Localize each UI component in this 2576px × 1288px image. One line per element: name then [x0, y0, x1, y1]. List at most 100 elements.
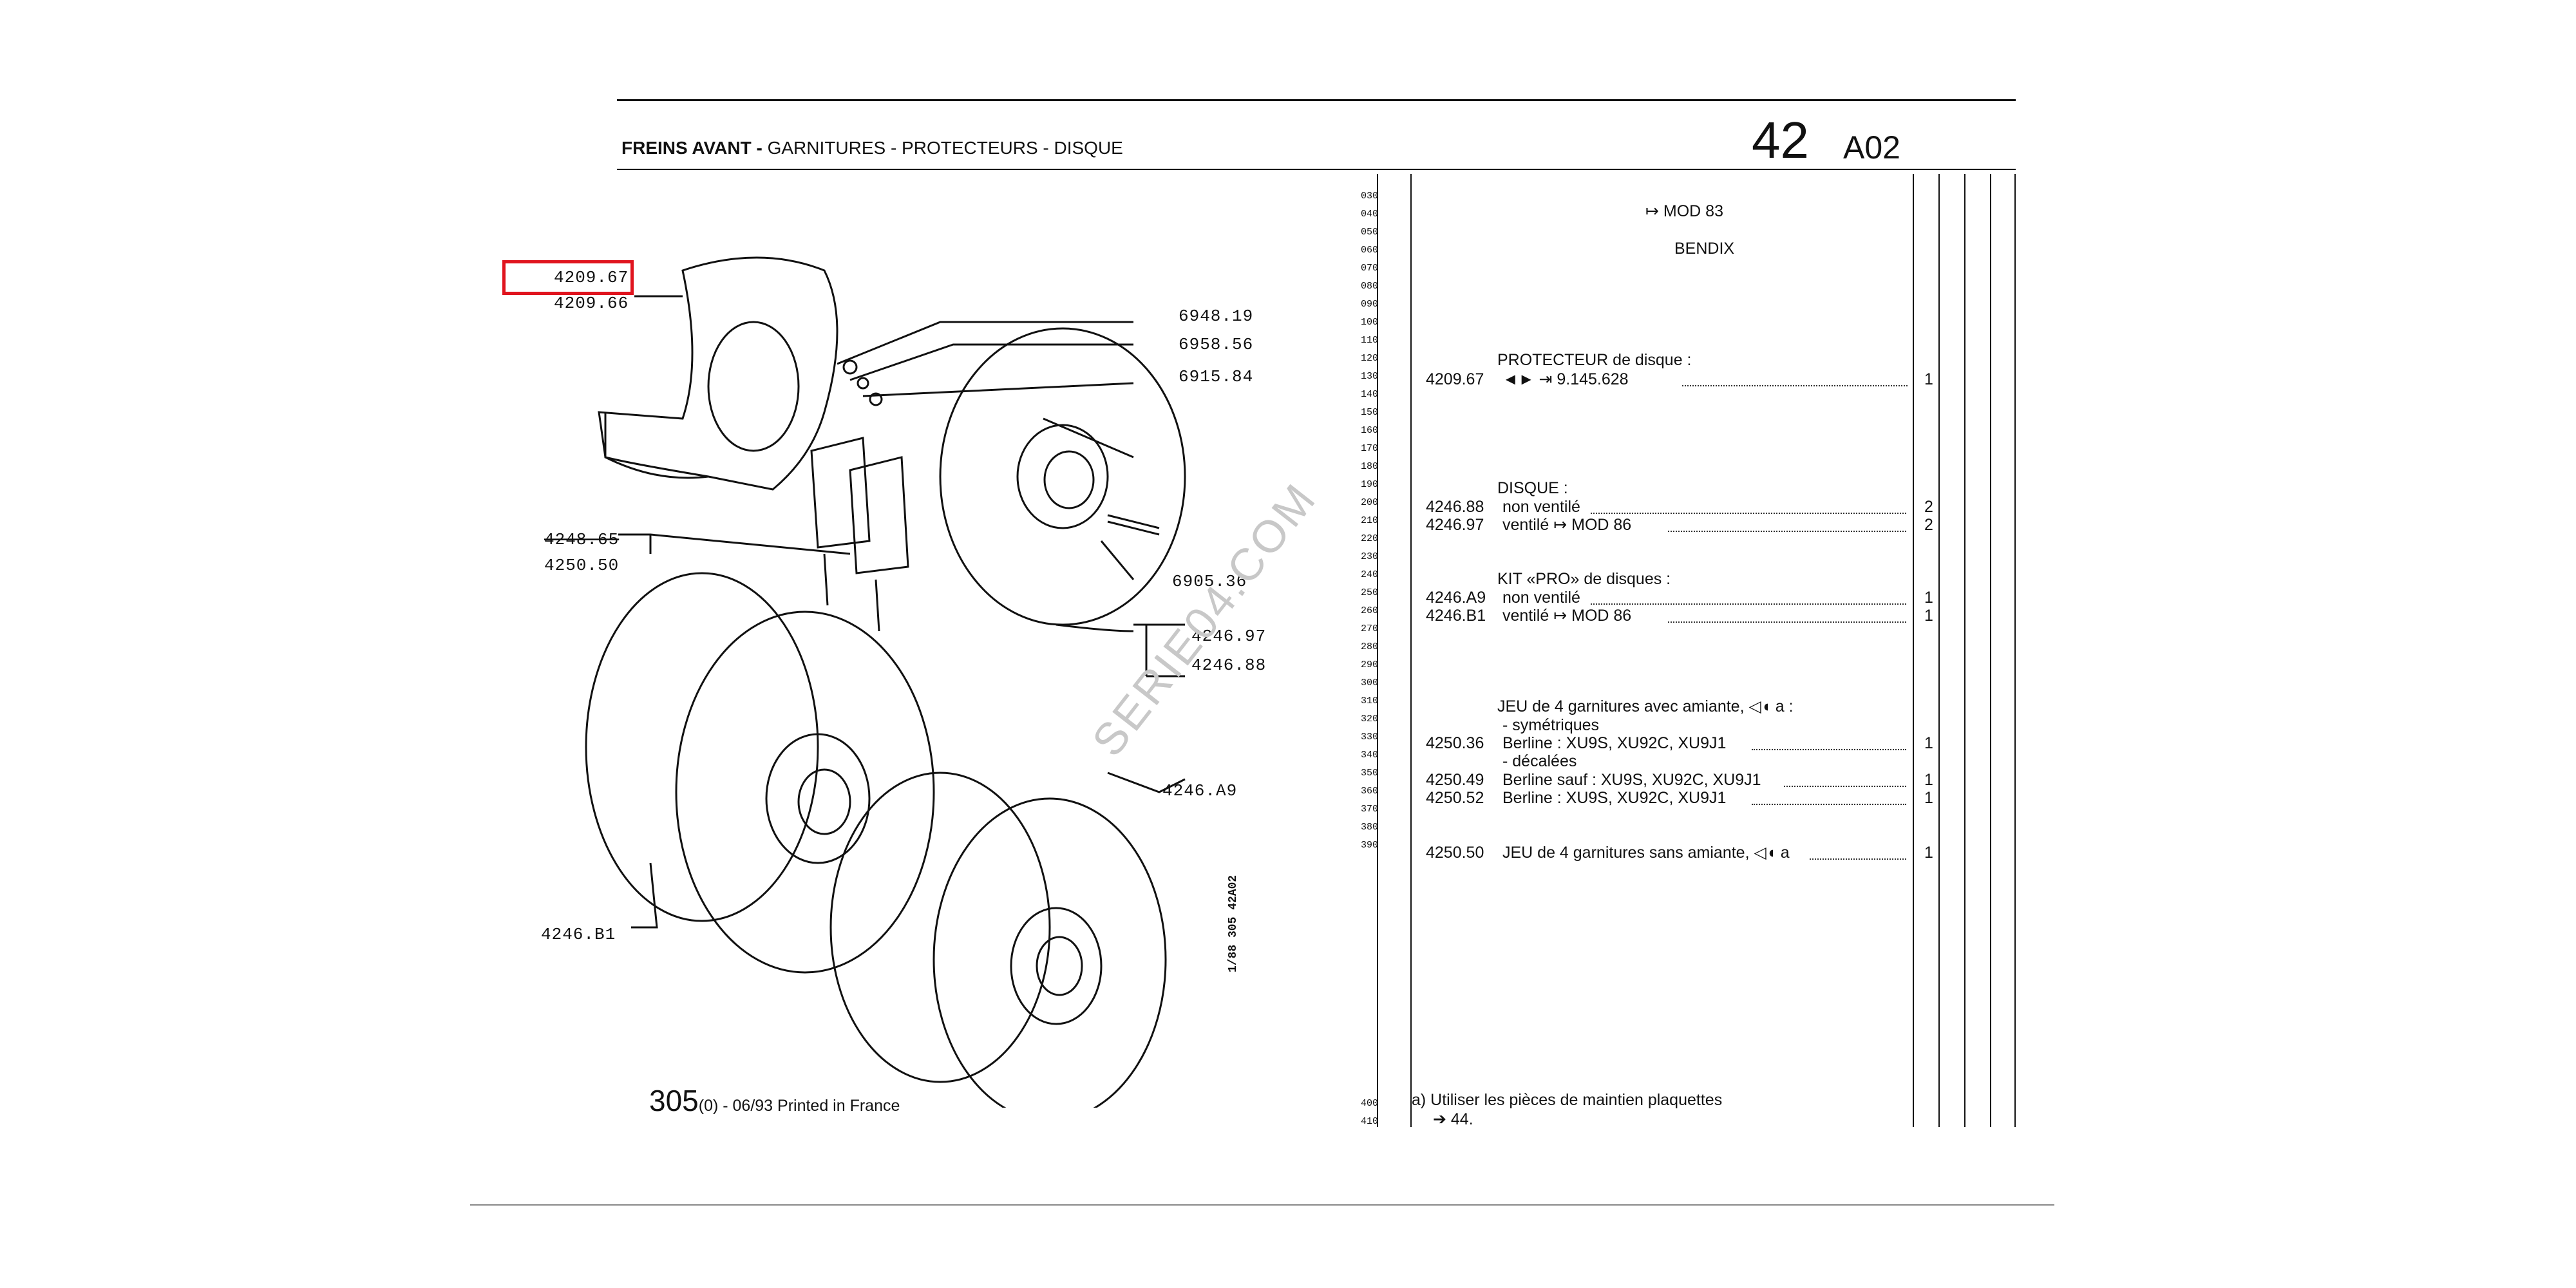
jeu1-qty: 1	[1924, 734, 1933, 752]
page-title: FREINS AVANT - GARNITURES - PROTECTEURS …	[621, 138, 1123, 158]
callout-4209-66: 4209.66	[554, 294, 629, 313]
index-number: 240	[1360, 569, 1378, 580]
table-col-line	[1964, 174, 1965, 1127]
leader-dots	[1668, 621, 1906, 623]
table-col-line	[1377, 174, 1378, 1127]
disque2-qty: 2	[1924, 516, 1933, 534]
leader-dots	[1591, 603, 1906, 605]
index-number: 220	[1360, 533, 1378, 544]
section-code: A02	[1843, 129, 1900, 166]
jeu2-ref: 4250.49	[1426, 771, 1484, 789]
index-number: 360	[1360, 786, 1378, 797]
brake-pad-right	[849, 456, 909, 574]
protecteur-qty: 1	[1924, 370, 1933, 388]
arrow-right-icon: ↦	[1553, 607, 1567, 625]
callout-6915-84: 6915.84	[1179, 367, 1253, 386]
protecteur-heading: PROTECTEUR de disque :	[1497, 351, 1692, 369]
callout-4246-97: 4246.97	[1191, 627, 1266, 646]
footer-model: 305	[649, 1084, 699, 1117]
footnote-line1: a) Utiliser les pièces de maintien plaqu…	[1412, 1091, 1723, 1109]
brake-exploded-diagram: 4209.67 4209.66 6948.19 6958.56 6915.84 …	[541, 256, 1266, 1108]
callout-4246-a9: 4246.A9	[1162, 781, 1237, 800]
header-rule	[617, 169, 2016, 170]
index-number: 050	[1360, 227, 1378, 238]
disc-kit-1	[829, 772, 1051, 1083]
table-col-line	[1913, 174, 1914, 1127]
table-col-line	[1938, 174, 1940, 1127]
index-number: 030	[1360, 191, 1378, 202]
index-number: 300	[1360, 677, 1378, 688]
index-number: 130	[1360, 371, 1378, 382]
dust-shield	[598, 256, 838, 491]
index-number: 080	[1360, 281, 1378, 292]
kit1-desc: non ventilé	[1502, 589, 1580, 607]
disque1-qty: 2	[1924, 498, 1933, 516]
leader-dots	[1752, 749, 1906, 750]
index-number: 180	[1360, 461, 1378, 472]
jeu1-desc: Berline : XU9S, XU92C, XU9J1	[1502, 734, 1727, 752]
bendix-label: BENDIX	[1674, 240, 1735, 258]
index-number: 370	[1360, 804, 1378, 815]
footer-suffix: (0) - 06/93 Printed in France	[698, 1097, 900, 1115]
decalees-label: - décalées	[1502, 752, 1577, 770]
jeu2-qty: 1	[1924, 771, 1933, 789]
table-col-line	[2014, 174, 2016, 1127]
index-number: 400	[1360, 1098, 1378, 1109]
arrow-right-icon: ⇥	[1539, 370, 1553, 388]
index-number: 250	[1360, 587, 1378, 598]
section-number: 42	[1752, 111, 1809, 169]
callout-6905-36: 6905.36	[1172, 572, 1247, 591]
disque2-desc: ventilé ↦ MOD 86	[1502, 516, 1632, 534]
leader-dots	[1752, 804, 1906, 805]
jeu4-desc: JEU de 4 garnitures sans amiante, ◁◖ a	[1502, 844, 1790, 862]
highlight-box	[502, 260, 634, 295]
double-arrow-icon: ◄►	[1502, 370, 1535, 388]
table-col-line	[1990, 174, 1991, 1127]
index-number: 100	[1360, 317, 1378, 328]
mod83-label: ↦ MOD 83	[1645, 202, 1723, 220]
index-number: 380	[1360, 822, 1378, 833]
disque1-ref: 4246.88	[1426, 498, 1484, 516]
jeu4-ref: 4250.50	[1426, 844, 1484, 862]
footer: 305(0) - 06/93 Printed in France	[649, 1083, 900, 1118]
leader-dots	[1784, 786, 1906, 787]
kit-heading: KIT «PRO» de disques :	[1497, 570, 1671, 588]
rotor-main	[939, 327, 1186, 626]
index-number: 230	[1360, 551, 1378, 562]
index-number: 310	[1360, 696, 1378, 706]
index-number: 270	[1360, 623, 1378, 634]
callout-4246-b1: 4246.B1	[541, 925, 616, 944]
kit2-ref: 4246.B1	[1426, 607, 1486, 625]
disque2-ref: 4246.97	[1426, 516, 1484, 534]
jeu-heading: JEU de 4 garnitures avec amiante, ◁◖ a :	[1497, 697, 1794, 715]
callout-4209-67: 4209.67	[554, 268, 629, 287]
callout-4250-50: 4250.50	[544, 556, 619, 575]
index-number: 330	[1360, 732, 1378, 743]
disc-kit-2	[933, 797, 1167, 1108]
disc-vented-1	[585, 572, 819, 922]
jeu4-qty: 1	[1924, 844, 1933, 862]
index-number: 340	[1360, 750, 1378, 761]
table-col-line	[1410, 174, 1412, 1127]
arrow-right-icon: ↦	[1553, 516, 1567, 534]
protecteur-ref: 4209.67	[1426, 370, 1484, 388]
index-number: 090	[1360, 299, 1378, 310]
callout-6958-56: 6958.56	[1179, 335, 1253, 354]
footnote-line2: ➔ 44.	[1433, 1110, 1473, 1128]
index-number: 350	[1360, 768, 1378, 779]
index-number: 410	[1360, 1116, 1378, 1127]
index-number: 160	[1360, 425, 1378, 436]
index-number: 320	[1360, 714, 1378, 724]
index-number: 210	[1360, 515, 1378, 526]
index-number: 290	[1360, 659, 1378, 670]
index-number: 280	[1360, 641, 1378, 652]
disque-heading: DISQUE :	[1497, 479, 1568, 497]
jeu3-ref: 4250.52	[1426, 789, 1484, 807]
index-number: 120	[1360, 353, 1378, 364]
jeu3-qty: 1	[1924, 789, 1933, 807]
brake-pad-left	[810, 437, 871, 549]
leader-dots	[1682, 385, 1908, 386]
callout-4248-65: 4248.65	[544, 530, 619, 549]
index-number: 070	[1360, 263, 1378, 274]
vertical-code: 1/88 305 42A02	[1227, 875, 1240, 972]
